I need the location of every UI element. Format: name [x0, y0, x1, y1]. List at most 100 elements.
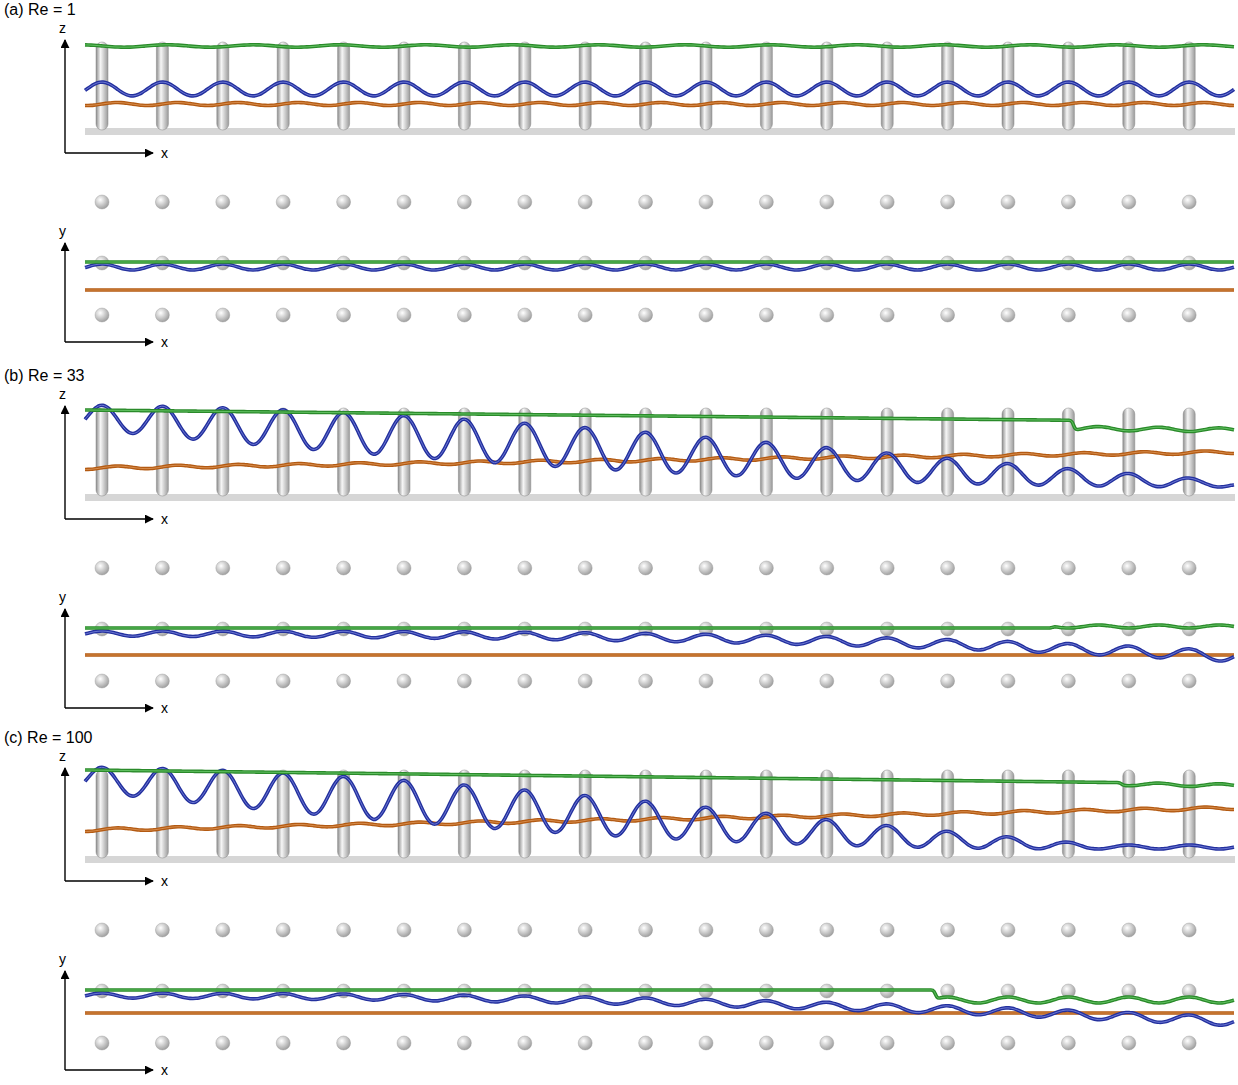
pillar-top [457, 308, 471, 322]
pillar-top [337, 195, 351, 209]
pillar-top [759, 923, 773, 937]
pillar-top [578, 923, 592, 937]
green-trajectory-highlight [85, 990, 1234, 1003]
pillar-top [337, 308, 351, 322]
green-trajectory [85, 410, 1234, 431]
pillar-top [880, 923, 894, 937]
pillar [760, 408, 772, 496]
pillar-top [216, 561, 230, 575]
pillar [96, 770, 108, 858]
blue-trajectory-highlight [85, 767, 1234, 849]
pillar-top [699, 674, 713, 688]
blue-trajectory [85, 631, 1234, 661]
pillar-top [1182, 674, 1196, 688]
pillar [942, 408, 954, 496]
pillar-top [639, 561, 653, 575]
pillar [519, 770, 531, 858]
pillar-top [95, 923, 109, 937]
pillar [700, 770, 712, 858]
axis-label: z [59, 20, 66, 36]
axis-label: z [59, 748, 66, 764]
pillar-top [397, 308, 411, 322]
pillar-top [1122, 195, 1136, 209]
panel-title: (c) Re = 100 [4, 729, 92, 747]
green-trajectory-highlight [85, 262, 1234, 263]
green-trajectory [85, 990, 1234, 1003]
axis-label: x [161, 511, 168, 527]
pillar-top [759, 1036, 773, 1050]
pillar [700, 408, 712, 496]
pillar [96, 408, 108, 496]
pillar-top [1061, 195, 1075, 209]
pillar-top [1122, 1036, 1136, 1050]
pillar-top [337, 561, 351, 575]
axis-arrow [64, 609, 65, 708]
pillar-top [699, 308, 713, 322]
axis-arrow [64, 243, 65, 342]
pillar-top [880, 308, 894, 322]
pillar [640, 42, 652, 130]
floor-plate [85, 494, 1235, 501]
pillar-top [95, 561, 109, 575]
pillar-top [457, 1036, 471, 1050]
pillar-top [518, 674, 532, 688]
pillar [156, 42, 168, 130]
pillar-top [880, 674, 894, 688]
pillar-top [457, 923, 471, 937]
floor-plate [85, 128, 1235, 135]
pillar-top [397, 561, 411, 575]
pillar-top [397, 923, 411, 937]
pillar [338, 42, 350, 130]
axis-arrow [64, 406, 65, 519]
pillar-top [941, 308, 955, 322]
blue-trajectory-highlight [85, 631, 1234, 661]
pillar-top [820, 674, 834, 688]
pillar [458, 42, 470, 130]
pillar-top [155, 674, 169, 688]
panel-title: (a) Re = 1 [4, 1, 76, 19]
pillar-top [639, 923, 653, 937]
axis-arrow [64, 768, 65, 881]
pillar-top [1182, 561, 1196, 575]
pillar [760, 42, 772, 130]
pillar [156, 770, 168, 858]
pillar-top [699, 195, 713, 209]
pillar-top [578, 674, 592, 688]
orange-trajectory [85, 653, 1234, 657]
pillar-top [1122, 308, 1136, 322]
axis-label: y [59, 223, 66, 239]
pillar-top [1122, 923, 1136, 937]
pillar-top [337, 1036, 351, 1050]
pillar-top [216, 674, 230, 688]
pillar [277, 42, 289, 130]
pillar-top [880, 1036, 894, 1050]
pillar-top [941, 561, 955, 575]
axis-arrow [65, 1069, 153, 1070]
pillar [96, 42, 108, 130]
pillar [1002, 42, 1014, 130]
pillar [579, 42, 591, 130]
pillar-top [820, 195, 834, 209]
pillar-top [1182, 195, 1196, 209]
pillar [217, 770, 229, 858]
pillar-top [1182, 1036, 1196, 1050]
pillar-top [457, 561, 471, 575]
pillar-top [216, 195, 230, 209]
pillar-top [216, 923, 230, 937]
pillar-top [1182, 923, 1196, 937]
axis-arrow [65, 518, 153, 519]
panel-graphic [65, 40, 1235, 342]
pillar [277, 408, 289, 496]
pillar-top [639, 1036, 653, 1050]
pillar-top [518, 561, 532, 575]
orange-trajectory-highlight [85, 103, 1234, 106]
pillar-top [518, 923, 532, 937]
pillar-top [1001, 923, 1015, 937]
axis-label: y [59, 589, 66, 605]
blue-trajectory [85, 264, 1234, 270]
pillar-top [276, 561, 290, 575]
pillar-top [216, 1036, 230, 1050]
pillar [277, 770, 289, 858]
pillar-top [639, 674, 653, 688]
pillar-top [155, 308, 169, 322]
